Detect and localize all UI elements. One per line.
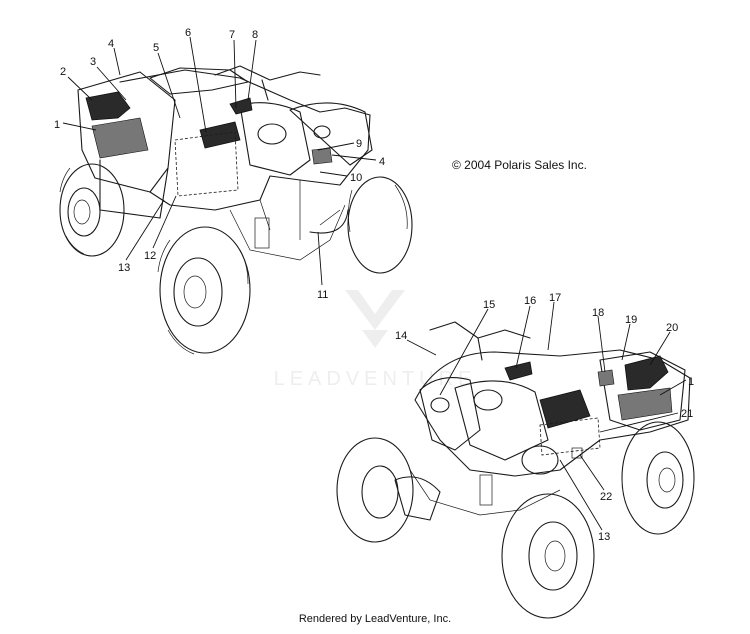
atv-top-front-wheel [157, 226, 251, 355]
decal-rear-side-bottom [624, 355, 669, 391]
callout-17: 17 [549, 292, 561, 304]
callout-1-bottom: 1 [688, 376, 694, 388]
watermark-text: LEADVENTURE [274, 368, 477, 390]
callout-16: 16 [524, 295, 536, 307]
callout-13-top: 13 [118, 262, 130, 274]
callout-15: 15 [483, 299, 495, 311]
callout-20: 20 [666, 322, 678, 334]
callout-4-top: 4 [108, 38, 114, 50]
callouts-bottom: 14 15 16 17 18 19 20 1 21 22 13 [395, 292, 694, 543]
callout-12: 12 [144, 250, 156, 262]
decal-rear-side-top [85, 91, 131, 121]
callout-9: 9 [356, 138, 362, 150]
atv-bottom-front-wheel [501, 493, 595, 619]
atv-top-rear-wheel [59, 163, 125, 257]
copyright-text: © 2004 Polaris Sales Inc. [452, 158, 587, 172]
footer-rendered-by: Rendered by LeadVenture, Inc. [298, 613, 452, 625]
callout-6: 6 [185, 27, 191, 39]
callout-5: 5 [153, 42, 159, 54]
atv-bottom-left-wheel [336, 437, 414, 543]
callout-3: 3 [90, 56, 96, 68]
callout-18: 18 [592, 307, 604, 319]
callout-22: 22 [600, 491, 612, 503]
callout-7: 7 [229, 29, 235, 41]
callout-13-bottom: 13 [598, 531, 610, 543]
atv-top-illustration [59, 65, 413, 355]
callout-8: 8 [252, 29, 258, 41]
atv-bottom-illustration [336, 321, 695, 619]
leader-lines [62, 36, 687, 531]
callout-1-top: 1 [54, 119, 60, 131]
callout-19: 19 [625, 314, 637, 326]
callout-10: 10 [350, 172, 362, 184]
callout-11: 11 [317, 289, 328, 301]
callout-14: 14 [395, 330, 407, 342]
callout-4-right: 4 [379, 156, 385, 168]
callout-2: 2 [60, 66, 66, 78]
callouts-top: 1 2 3 4 5 6 7 8 9 4 10 11 12 13 [54, 27, 385, 301]
callout-21: 21 [681, 408, 693, 420]
atv-bottom-rear-wheel [621, 421, 695, 535]
watermark-logo: LEADVENTURE [274, 290, 477, 390]
atv-top-right-wheel [347, 176, 413, 274]
